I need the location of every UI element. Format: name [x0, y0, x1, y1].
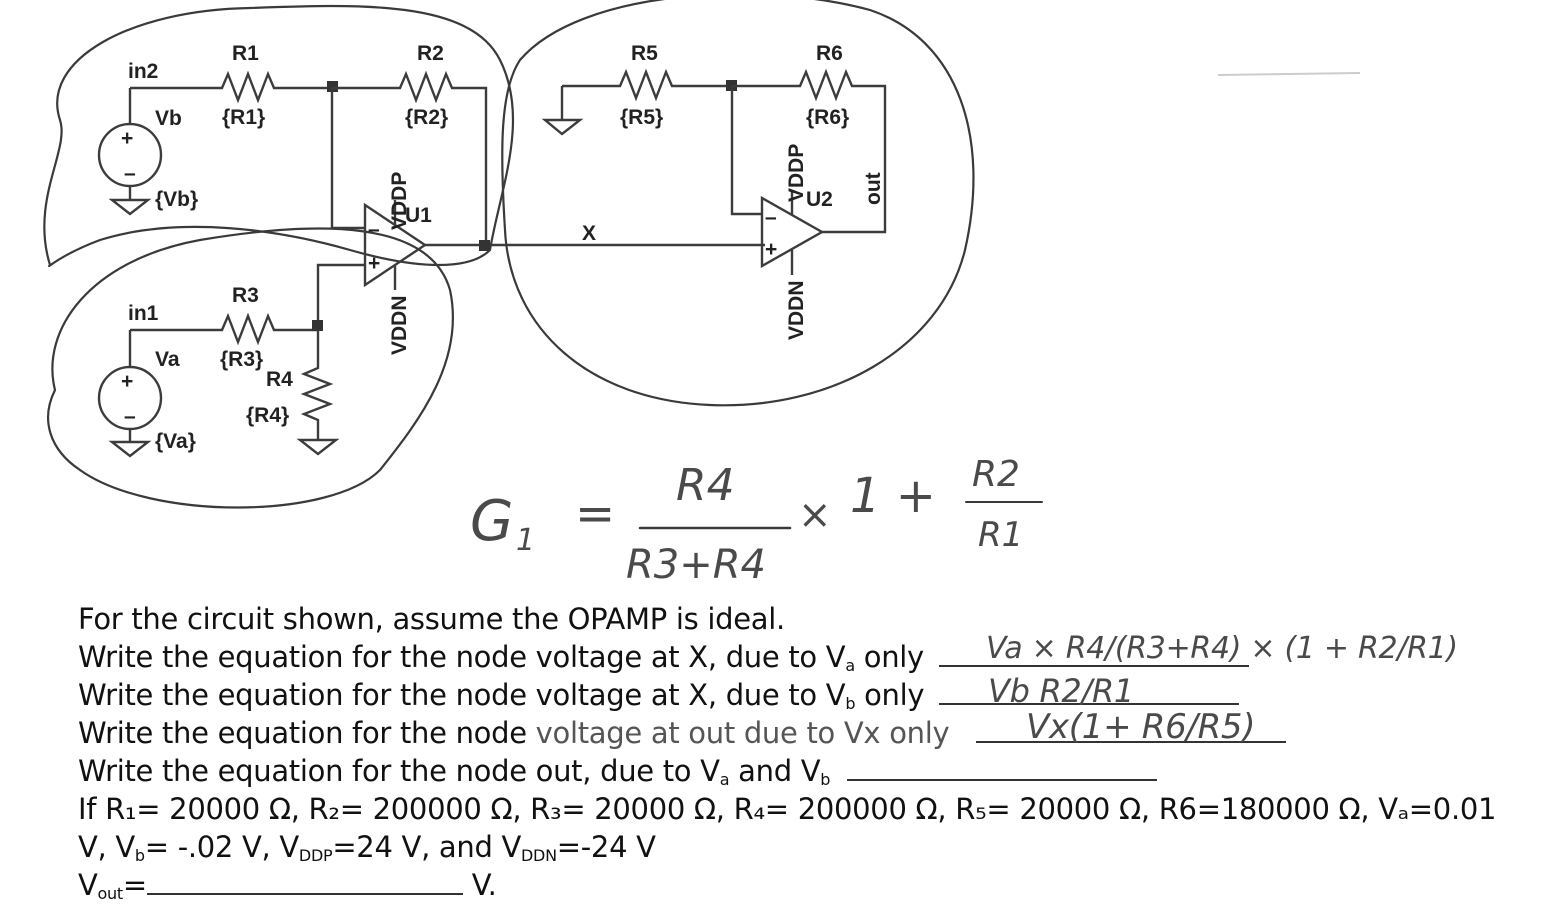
resistor-r6: [732, 68, 887, 234]
handdrawn-loop-lower: [47, 227, 455, 509]
circuit-schematic: + – in2 Vb {Vb} R1 {R1} R2 {R2} – + U1: [43, 0, 1361, 588]
svg-text:–: –: [124, 405, 136, 428]
label-vddn-u2: VDDN: [785, 280, 808, 340]
label-r5: R5: [631, 42, 658, 65]
opamp-u1: – +: [363, 200, 428, 290]
label-r3-value: {R3}: [220, 348, 263, 371]
label-r2-value: {R2}: [405, 106, 448, 129]
svg-text:G: G: [470, 489, 513, 554]
label-in1: in1: [128, 302, 159, 325]
svg-text:–: –: [368, 218, 380, 241]
svg-text:=: =: [575, 486, 615, 542]
given-values-line1: If R₁= 20000 Ω, R₂= 200000 Ω, R₃= 20000 …: [78, 792, 1497, 826]
problem-text: For the circuit shown, assume the OPAMP …: [78, 600, 1538, 904]
resistor-r1: [215, 70, 332, 104]
label-r6-value: {R6}: [806, 106, 849, 129]
label-node-x: X: [582, 222, 596, 245]
source-vb: + –: [97, 86, 215, 216]
svg-text:+: +: [121, 127, 133, 150]
handdrawn-circle-output: [501, 0, 975, 407]
label-r3: R3: [232, 284, 259, 307]
resistor-r5: [562, 68, 732, 102]
handdrawn-loop-upper: [43, 4, 515, 268]
svg-text:R3+R4: R3+R4: [626, 542, 766, 588]
svg-text:R1: R1: [978, 515, 1023, 555]
label-va-value: {Va}: [155, 430, 196, 453]
label-u2: U2: [806, 188, 833, 211]
label-vb-value: {Vb}: [155, 188, 198, 211]
label-r2: R2: [417, 42, 444, 65]
answer-vb: Vb R2/R1: [988, 672, 1134, 710]
given-values-line2: V, Vb= -.02 V, VDDP=24 V, and VDDN=-24 V: [78, 830, 656, 865]
label-vddp-u2: VDDP: [785, 144, 808, 202]
problem-intro: For the circuit shown, assume the OPAMP …: [78, 602, 785, 636]
source-va: + –: [97, 328, 215, 458]
svg-text:1 +: 1 +: [850, 468, 936, 524]
label-r5-value: {R5}: [620, 106, 663, 129]
svg-text:–: –: [765, 206, 777, 229]
label-node-out: out: [862, 172, 885, 205]
vout-answer-line: Vout= V.: [78, 867, 497, 903]
label-r6: R6: [816, 42, 843, 65]
label-in2: in2: [128, 60, 158, 83]
svg-text:+: +: [121, 370, 133, 393]
resistor-r3: [215, 312, 318, 346]
label-va: Va: [155, 348, 180, 371]
vout-blank[interactable]: [146, 867, 463, 895]
opamp-u2: – +: [760, 190, 825, 275]
question-vb: Write the equation for the node voltage …: [78, 672, 1538, 714]
question-vx: Write the equation for the node voltage …: [78, 708, 1538, 752]
label-vb: Vb: [155, 107, 182, 130]
answer-va: Va × R4/(R3+R4) × (1 + R2/R1): [986, 631, 1458, 666]
resistor-r2: [332, 70, 488, 245]
label-r1: R1: [232, 42, 259, 65]
label-r4-value: {R4}: [246, 404, 289, 427]
handwritten-gain-formula: G 1 = R4 R3+R4 × 1 + R2 R1: [470, 454, 1043, 588]
svg-text:+: +: [368, 252, 380, 275]
svg-text:+: +: [765, 238, 777, 261]
svg-text:R2: R2: [972, 454, 1020, 495]
svg-text:–: –: [124, 162, 136, 185]
question-vout: Write the equation for the node out, due…: [78, 752, 1538, 790]
answer-vx: Vx(1+ R6/R5): [1026, 707, 1256, 747]
label-vddn-u1: VDDN: [388, 295, 411, 355]
question-va: Write the equation for the node voltage …: [78, 631, 1458, 675]
svg-text:R4: R4: [676, 460, 735, 511]
label-vddp-u1: VDDP: [388, 172, 411, 230]
label-r4: R4: [266, 368, 293, 391]
label-u1: U1: [405, 204, 432, 227]
resistor-r4: [296, 330, 340, 456]
label-r1-value: {R1}: [222, 106, 265, 129]
svg-text:1: 1: [516, 523, 535, 558]
svg-text:×: ×: [798, 492, 832, 538]
